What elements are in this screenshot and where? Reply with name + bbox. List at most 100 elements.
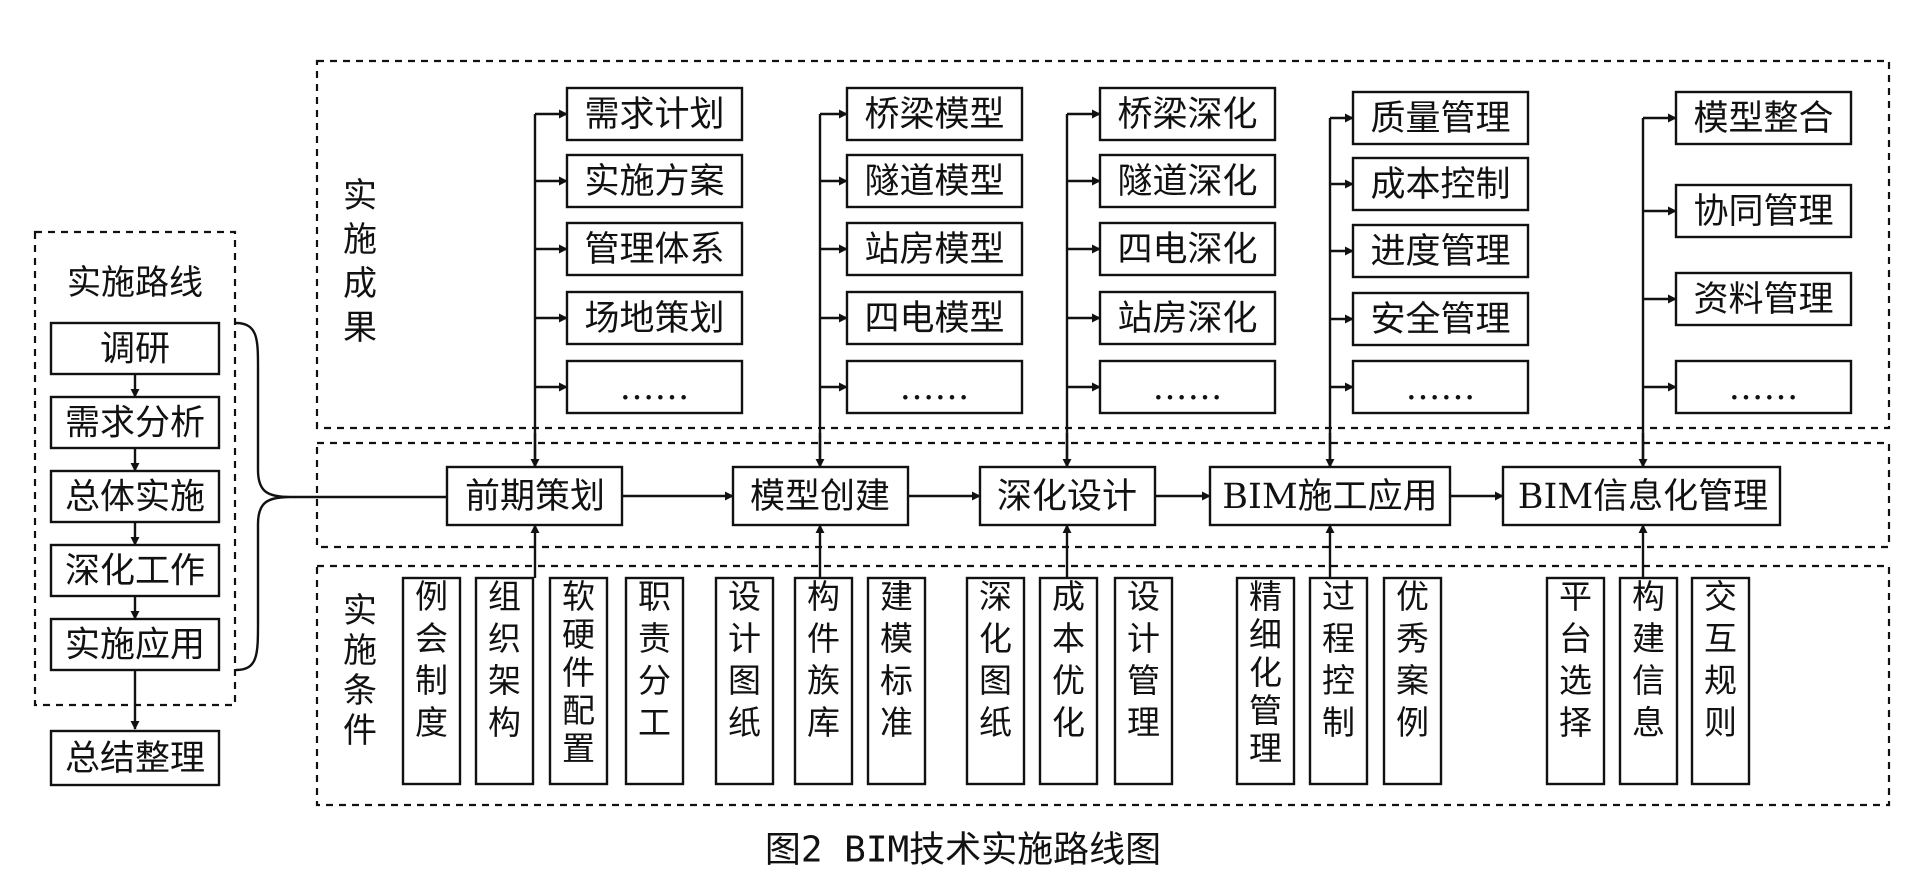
condition-box [548,576,609,786]
route-step-label: 调研 [100,330,170,370]
result-box [1674,90,1853,146]
result-box [1098,86,1277,142]
result-box [845,359,1024,415]
figure-caption: 图2 BIM技术实施路线图 [765,830,1161,871]
stage-box [978,465,1157,527]
route-step-box [49,395,221,450]
condition-box [866,576,927,786]
condition-box [1308,576,1369,786]
condition-label: 构件族库 [807,577,840,742]
result-box [1674,183,1853,239]
results-side-label: 实施成果 [343,176,377,348]
condition-label: 精细化管理 [1249,577,1282,768]
result-label: 站房模型 [864,230,1004,270]
result-box [565,290,744,346]
result-label: 安全管理 [1370,300,1510,340]
result-label: 四电模型 [864,299,1004,339]
route-summary-box [49,729,221,787]
result-box [565,153,744,209]
stage-label: 模型创建 [750,477,890,517]
route-step-label: 需求分析 [65,404,205,444]
condition-label: 成本优化 [1052,577,1085,742]
result-box [565,221,744,277]
result-box [845,290,1024,346]
route-step-label: 深化工作 [65,552,205,592]
condition-label: 交互规则 [1704,577,1737,742]
result-box [1098,290,1277,346]
condition-label: 软硬件配置 [562,577,595,768]
condition-label: 平台选择 [1559,577,1592,742]
result-box [1351,359,1530,415]
condition-box [1038,576,1099,786]
result-label: 桥梁模型 [864,95,1004,135]
condition-label: 设计图纸 [728,577,761,742]
stages-dashed-region [315,441,1891,549]
result-label: 成本控制 [1370,165,1510,205]
route-step-box [49,469,221,524]
condition-label: 建模标准 [880,577,913,742]
route-step-box [49,321,221,376]
result-box [1098,153,1277,209]
stage-box [1501,465,1782,527]
result-box [1351,223,1530,279]
route-step-box [49,543,221,598]
result-label: 隧道模型 [864,162,1004,202]
condition-label: 过程控制 [1322,577,1355,742]
result-label: …… [1406,368,1476,408]
stage-box [1208,465,1452,527]
result-box [1674,271,1853,327]
result-box [845,153,1024,209]
result-box [1098,359,1277,415]
result-label: 需求计划 [584,95,724,135]
stage-box [731,465,910,527]
condition-box [793,576,854,786]
condition-box [1545,576,1606,786]
result-box [1098,221,1277,277]
conditions-dashed-region [315,564,1891,807]
result-label: 隧道深化 [1117,162,1257,202]
result-label: 质量管理 [1370,99,1510,139]
route-title: 实施路线 [67,263,203,303]
condition-box [1382,576,1443,786]
condition-label: 设计管理 [1127,577,1160,742]
result-box [1674,359,1853,415]
condition-label: 优秀案例 [1396,577,1429,742]
result-label: …… [1153,368,1223,408]
stage-label: BIM施工应用 [1222,477,1437,517]
route-brace [235,321,291,672]
condition-box [1618,576,1679,786]
result-label: 四电深化 [1117,230,1257,270]
condition-box [474,576,535,786]
result-label: 进度管理 [1370,232,1510,272]
result-label: 资料管理 [1693,280,1833,320]
result-label: 桥梁深化 [1117,95,1257,135]
result-box [1351,156,1530,212]
conditions-side-label: 实施条件 [343,591,377,751]
result-box [1351,90,1530,146]
condition-label: 组织架构 [488,577,521,742]
results-dashed-region [315,59,1891,430]
result-label: …… [620,368,690,408]
route-summary-label: 总结整理 [65,739,205,779]
condition-box [624,576,685,786]
condition-box [1235,576,1296,786]
stage-label: 深化设计 [997,477,1137,517]
result-box [565,359,744,415]
route-step-label: 总体实施 [65,478,205,518]
result-box [845,86,1024,142]
condition-box [1690,576,1751,786]
stage-box [445,465,624,527]
condition-label: 例会制度 [415,577,448,742]
result-label: 场地策划 [584,299,724,339]
stage-label: BIM信息化管理 [1518,477,1768,517]
condition-label: 构建信息 [1632,577,1665,742]
route-step-box [49,617,221,672]
result-label: 协同管理 [1693,192,1833,232]
route-step-label: 实施应用 [65,626,205,666]
result-box [845,221,1024,277]
result-label: 模型整合 [1693,99,1833,139]
stage-label: 前期策划 [465,477,605,517]
condition-label: 职责分工 [638,577,671,742]
